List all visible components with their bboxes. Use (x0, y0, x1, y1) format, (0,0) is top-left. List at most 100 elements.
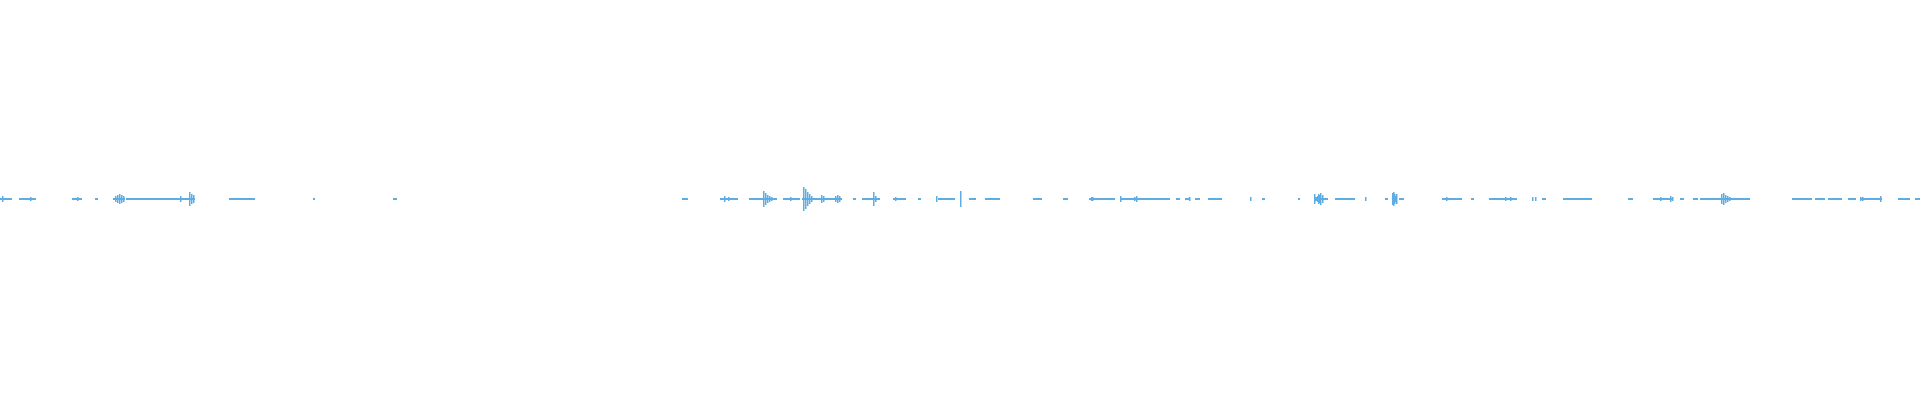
waveform-peak (771, 197, 773, 201)
waveform-segment (1399, 198, 1404, 200)
waveform-peak (1091, 197, 1093, 201)
waveform-peak (123, 196, 125, 202)
waveform-segment (1693, 198, 1698, 200)
waveform-segment (313, 198, 315, 200)
waveform-peak (1395, 196, 1397, 202)
waveform-segment (393, 198, 397, 200)
waveform-segment (893, 198, 906, 200)
waveform-peak (1189, 197, 1191, 201)
waveform-peak (895, 197, 897, 201)
waveform-peak (1660, 197, 1662, 201)
waveform-peak (1727, 196, 1729, 202)
waveform-segment (1628, 198, 1633, 200)
waveform-peak (180, 196, 182, 202)
waveform-peak (1505, 197, 1507, 201)
waveform-peak (1120, 196, 1122, 202)
waveform-segment (969, 198, 976, 200)
waveform-segment (1176, 198, 1180, 200)
waveform-peak (1136, 196, 1138, 202)
waveform-peak (803, 187, 805, 211)
waveform-peak (821, 195, 823, 203)
waveform-peak (790, 197, 792, 201)
waveform-segment (126, 198, 195, 200)
waveform-segment (1489, 198, 1517, 200)
waveform-segment (1335, 198, 1355, 200)
waveform-segment (918, 198, 921, 200)
waveform-segment (1792, 198, 1812, 200)
waveform-segment (0, 198, 12, 200)
waveform-peak (1393, 192, 1395, 206)
waveform-segment (19, 198, 36, 200)
waveform-segment (1542, 198, 1546, 200)
waveform-peak (769, 196, 771, 202)
waveform-peak (811, 196, 813, 202)
waveform-segment (1898, 198, 1910, 200)
waveform-segment (1120, 198, 1170, 200)
waveform-segment (1563, 198, 1592, 200)
waveform-peak (728, 197, 730, 201)
waveform-peak (121, 195, 123, 203)
waveform-peak (805, 189, 807, 209)
waveform-peak (835, 196, 837, 202)
waveform-peak (873, 192, 875, 206)
waveform-segment (938, 198, 955, 200)
waveform-segment (1195, 198, 1200, 200)
waveform-peak (823, 196, 825, 202)
waveform-peak (837, 195, 839, 203)
waveform-peak (1510, 197, 1512, 201)
waveform-segment (1860, 198, 1882, 200)
waveform-peak (1729, 197, 1731, 201)
waveform-peaks (2, 187, 1882, 211)
waveform-segment (985, 198, 1000, 200)
waveform-peak (1316, 197, 1318, 201)
waveform-peak (1446, 197, 1448, 201)
waveform-peak (1862, 197, 1864, 201)
waveform-peak (1670, 196, 1672, 202)
waveform-peak (1315, 197, 1317, 201)
waveform-segment (853, 198, 856, 200)
waveform-peak (960, 191, 962, 207)
waveform-segment (1653, 198, 1673, 200)
waveform-segment (1915, 198, 1920, 200)
waveform-peak (1396, 194, 1398, 204)
waveform-segment (1298, 198, 1300, 200)
waveform-segment (1063, 198, 1068, 200)
waveform-peak (1317, 197, 1319, 201)
waveform-segment (682, 198, 688, 200)
waveform-peak (839, 196, 841, 202)
waveform-peak (1394, 194, 1396, 204)
waveform-peak (875, 196, 877, 202)
waveform-peak (1860, 197, 1862, 201)
waveform-peak (193, 195, 195, 203)
waveform-peak (765, 193, 767, 205)
waveform-peak (1672, 197, 1674, 201)
waveform-segment (95, 198, 98, 200)
waveform-peak (1725, 195, 1727, 203)
waveform-peak (1134, 197, 1136, 201)
waveform-peak (189, 192, 191, 206)
waveform-peak (117, 195, 119, 203)
waveform-peak (30, 197, 32, 201)
waveform-peak (1319, 197, 1321, 201)
waveform-segment (1815, 198, 1825, 200)
waveform-peak (1365, 197, 1367, 201)
waveform-segment (1828, 198, 1842, 200)
waveform-segment (1680, 198, 1684, 200)
waveform-segment (1442, 198, 1462, 200)
waveform-peak (1723, 193, 1725, 205)
waveform-peak (77, 197, 79, 201)
waveform-peak (1320, 193, 1322, 205)
waveform-segment (229, 198, 255, 200)
waveform-segment (1033, 198, 1042, 200)
waveform-peak (1707, 198, 1709, 200)
waveform-peak (1392, 193, 1394, 205)
waveform-segment (1185, 198, 1190, 200)
waveform-peak (1721, 194, 1723, 204)
waveform-peak (1250, 197, 1252, 201)
waveform-peak (1318, 194, 1320, 204)
waveform-peak (191, 194, 193, 204)
waveform-peak (1092, 197, 1094, 201)
waveform-peak (807, 192, 809, 206)
waveform-peak (1322, 195, 1324, 203)
